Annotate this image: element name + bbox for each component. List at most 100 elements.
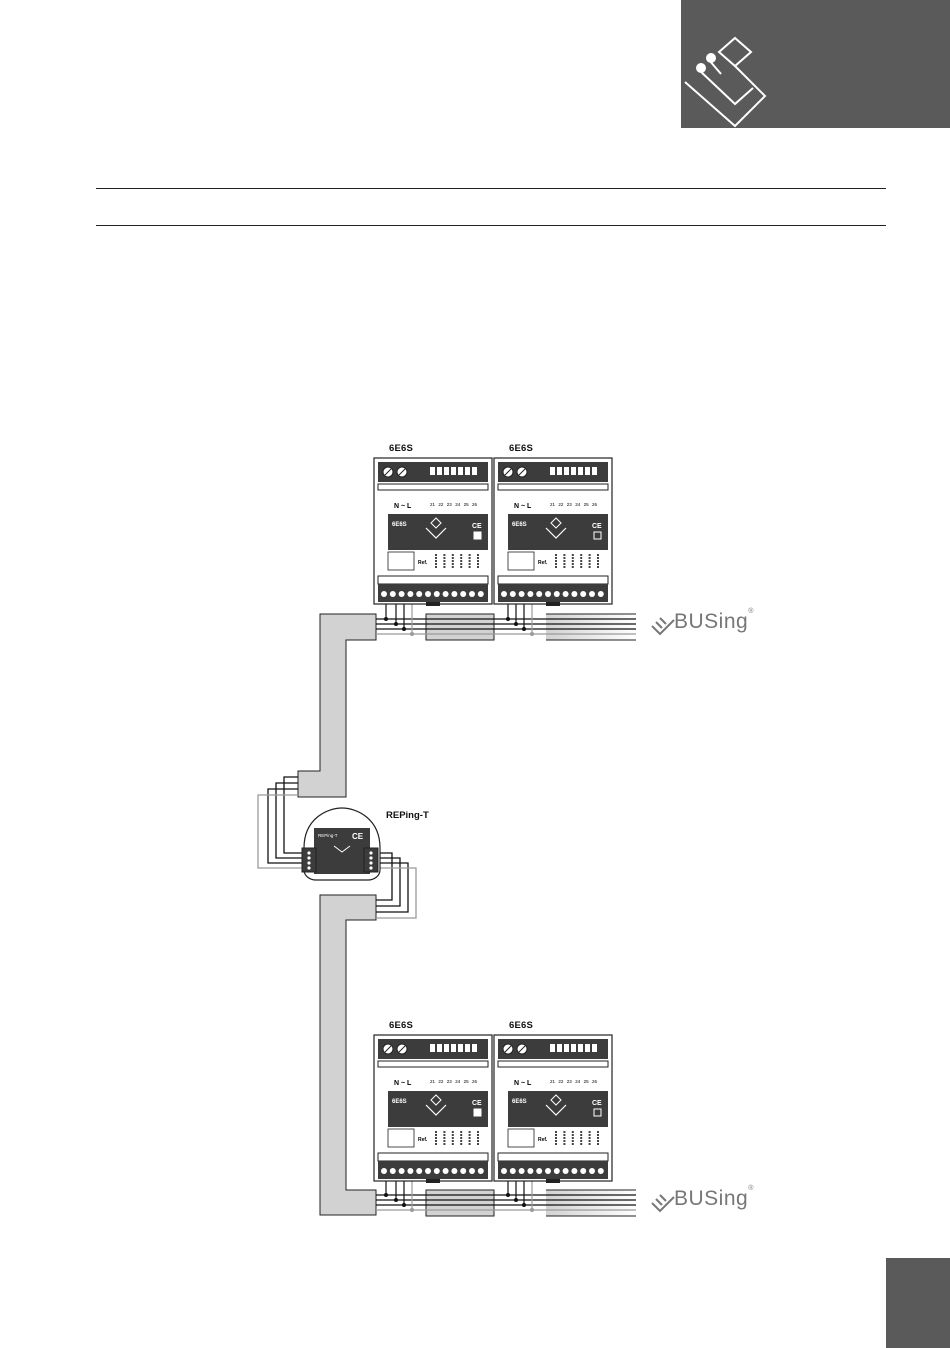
terminal-slot [550,467,555,475]
channel-number: 24 [455,1079,461,1084]
channel-number: 24 [575,502,581,507]
terminal-screw-icon [434,591,440,597]
terminal-screw-icon [443,591,449,597]
rail [498,576,608,584]
terminal-screw-icon [469,1168,475,1174]
rail [498,484,608,490]
terminal-screw-icon [390,1168,396,1174]
terminal-slot [472,1044,477,1052]
channel-number: 24 [455,502,461,507]
terminal-slot [578,467,583,475]
terminal-slot [557,467,562,475]
repeater-model: REPing-T [318,833,338,838]
terminal-slot [444,1044,449,1052]
junction-dot [384,617,388,621]
power-text: N ~ L [514,503,532,510]
ref-label: Ref. [418,560,428,566]
terminal-slot [585,1044,590,1052]
channel-number: 21 [550,1079,556,1084]
terminal-screw-icon [451,591,457,597]
terminal-slot [550,1044,555,1052]
device-model: 6E6S [512,1099,527,1105]
terminal-screw-icon [598,1168,604,1174]
terminal-screw-icon [478,591,484,597]
cable-band-fade [546,614,636,640]
terminal-screw-icon [536,1168,542,1174]
terminal-screw-icon [536,591,542,597]
terminal-slot [564,467,569,475]
rail [498,1061,608,1067]
channel-number: 23 [567,502,573,507]
terminal-screw-icon [425,591,431,597]
terminal-screw-icon [416,591,422,597]
terminal-screw-icon [460,1168,466,1174]
channel-number: 21 [550,502,556,507]
channel-number: 23 [447,502,453,507]
ref-label: Ref. [538,560,548,566]
channel-number: 24 [575,1079,581,1084]
ce-mark: CE [472,1100,482,1107]
terminal-screw-icon [369,856,372,859]
terminal-screw-icon [589,591,595,597]
junction-dot [530,1208,534,1212]
terminal-screw-icon [519,591,525,597]
terminal-screw-icon [390,591,396,597]
terminal-screw-icon [399,591,405,597]
terminal-screw-icon [545,1168,551,1174]
terminal-screw-icon [589,1168,595,1174]
junction-dot [410,1208,414,1212]
channel-number: 25 [464,502,470,507]
bus-label-box [508,552,534,570]
terminal-screw-icon [307,851,310,854]
status-led-icon [594,1109,601,1116]
terminal-slot [458,1044,463,1052]
terminal-screw-icon [563,591,569,597]
channel-number: 22 [558,1079,564,1084]
terminal-slot [564,1044,569,1052]
devices: N ~ L2122232425266E6SCERef.N ~ L21222324… [374,458,612,1183]
terminal-slot [430,467,435,475]
terminal-slot [444,467,449,475]
din-clip [546,602,560,606]
terminal-screw-icon [527,1168,533,1174]
channel-number: 21 [430,1079,436,1084]
terminal-screw-icon [510,1168,516,1174]
terminal-slot [472,467,477,475]
terminal-screw-icon [399,1168,405,1174]
terminal-slot [437,1044,442,1052]
terminal-slot [430,1044,435,1052]
terminal-screw-icon [580,1168,586,1174]
terminal-screw-icon [407,1168,413,1174]
rail [378,484,488,490]
terminal-screw-icon [381,591,387,597]
terminal-screw-icon [554,591,560,597]
junction-dot [522,627,526,631]
junction-dot [530,632,534,636]
junction-dot [394,622,398,626]
channel-number: 22 [558,502,564,507]
power-text: N ~ L [514,1080,532,1087]
channel-number: 25 [584,1079,590,1084]
repeater: REPing-TCE [302,808,380,880]
rail [378,576,488,584]
terminal-slot [451,467,456,475]
channel-number: 26 [592,1079,598,1084]
power-text: N ~ L [394,503,412,510]
junction-dot [384,1193,388,1197]
terminal-screw-icon [425,1168,431,1174]
terminal-slot [592,1044,597,1052]
terminal-slot [578,1044,583,1052]
ref-label: Ref. [538,1137,548,1143]
terminal-screw-icon [580,591,586,597]
terminal-slot [571,1044,576,1052]
terminal-screw-icon [369,851,372,854]
terminal-screw-icon [307,861,310,864]
status-led-icon [594,532,601,539]
terminal-screw-icon [478,1168,484,1174]
terminal-slot [557,1044,562,1052]
